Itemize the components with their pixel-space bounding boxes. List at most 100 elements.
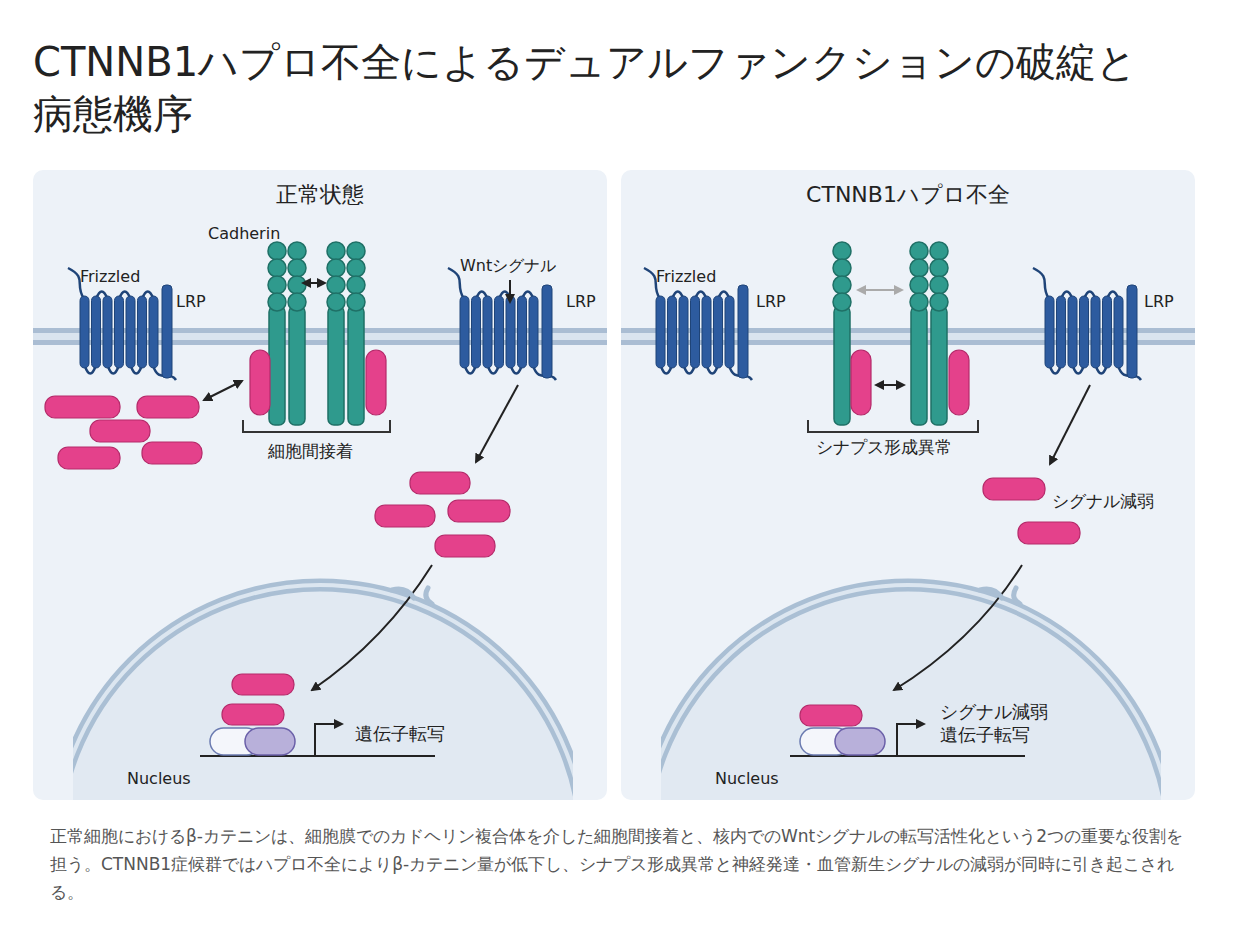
part-label: Wntシグナル (460, 255, 556, 276)
receptor-loop (718, 292, 730, 300)
cadherin-stalk (911, 306, 927, 425)
cadherin-domain (268, 242, 286, 260)
cadherin-domain (930, 259, 948, 277)
cadherin-domain (347, 242, 365, 260)
cadherin-domain (347, 276, 365, 294)
receptor-loop (1096, 365, 1108, 374)
cadherin-strand (833, 242, 851, 425)
receptor-loop (1061, 292, 1073, 300)
nucleus-outline (661, 575, 1161, 800)
receptor-tail (1033, 268, 1049, 299)
cadherin-domain (910, 259, 928, 277)
beta-catenin (800, 705, 862, 726)
part-label: シグナル減弱 遺伝子転写 (940, 700, 1065, 746)
transmembrane-helix (483, 296, 492, 368)
cadherin-domain (930, 276, 948, 294)
lrp-coreceptor (1127, 285, 1137, 378)
transmembrane-helix (1080, 296, 1089, 368)
receptor-loop (1073, 365, 1085, 374)
beta-catenin (45, 396, 120, 418)
nuclear-envelope-inner (661, 585, 1161, 800)
cadherin-domain (347, 293, 365, 311)
bracket (243, 420, 390, 432)
cell-membrane (621, 328, 1195, 345)
cadherin-domain (268, 259, 286, 277)
beta-catenin (448, 500, 510, 522)
cadherin-stalk (931, 306, 947, 425)
nuclear-envelope-inner (73, 585, 573, 800)
transmembrane-helix (506, 296, 515, 368)
part-label: LRP (566, 291, 596, 312)
cadherin-domain (930, 293, 948, 311)
cadherin-domain (833, 259, 851, 277)
cell-membrane-inner (621, 333, 1195, 340)
part-label: Frizzled (80, 266, 140, 287)
nucleus-label: Nucleus (127, 769, 191, 789)
receptor-loop (511, 365, 523, 374)
cadherin-domain (268, 276, 286, 294)
receptor-loop (85, 365, 97, 374)
receptor-tail (1118, 365, 1141, 380)
cadherin-domain (930, 242, 948, 260)
transmembrane-helix (472, 296, 481, 368)
cadherin-domain (327, 259, 345, 277)
nuclear-pore (1014, 588, 1020, 604)
beta-catenin (137, 396, 199, 418)
cadherin-stalk (348, 306, 364, 425)
transmembrane-helix (702, 296, 711, 368)
beta-catenin (222, 704, 284, 725)
lrp-coreceptor (542, 285, 552, 378)
part-label: LRP (176, 291, 206, 312)
receptor-tail (729, 365, 752, 380)
nucleus-shape: Nucleus (661, 575, 1161, 800)
nuclear-entry-arrow (894, 565, 1022, 690)
bracket (808, 420, 978, 432)
nucleus-label: Nucleus (715, 769, 779, 789)
transmembrane-helix (115, 296, 124, 368)
cadherin-domain (327, 242, 345, 260)
panel-heading: 正常状態 (33, 180, 607, 210)
cadherin-domain (327, 276, 345, 294)
transcription-factor (245, 728, 295, 755)
cadherin-strand (910, 242, 928, 425)
cadherin-domain (833, 293, 851, 311)
weak-adhesion-arrow (858, 289, 902, 291)
transmembrane-helix (126, 296, 135, 368)
binding-arrow (204, 381, 242, 400)
cadherin-domain (268, 293, 286, 311)
transmembrane-helix (691, 296, 700, 368)
cadherin-strand (288, 242, 306, 425)
transmembrane-helix (149, 296, 158, 368)
transcription-factor (800, 728, 850, 755)
cadherin-domain (833, 276, 851, 294)
nuclear-pore (392, 589, 414, 598)
transmembrane-helix (1091, 296, 1100, 368)
receptor-loop (661, 365, 673, 374)
cadherin-strand (268, 242, 286, 425)
part-label: シグナル減弱 (1052, 491, 1154, 512)
adhesion-arrow (876, 384, 904, 386)
beta-catenin (410, 472, 470, 494)
cadherin-domain (910, 276, 928, 294)
cadherin-domain (833, 242, 851, 260)
transmembrane-helix (495, 296, 504, 368)
transmembrane-helix (668, 296, 677, 368)
receptor-loop (488, 365, 500, 374)
nucleus-shape: Nucleus (73, 575, 573, 800)
transmembrane-helix (103, 296, 112, 368)
transmembrane-helix (529, 296, 538, 368)
cadherin-strand (347, 242, 365, 425)
beta-catenin (90, 420, 150, 442)
cadherin-domain (327, 293, 345, 311)
receptor-loop (695, 292, 707, 300)
beta-catenin (435, 535, 495, 557)
cadherin-domain (347, 259, 365, 277)
part-label: LRP (1144, 291, 1174, 312)
cadherin-stalk (834, 306, 850, 425)
receptor-loop (142, 292, 154, 300)
part-label: 細胞間接着 (268, 441, 353, 462)
transmembrane-helix (138, 296, 147, 368)
receptor-loop (1107, 292, 1119, 300)
receptor-loop (499, 292, 511, 300)
cadherin-domain (910, 293, 928, 311)
